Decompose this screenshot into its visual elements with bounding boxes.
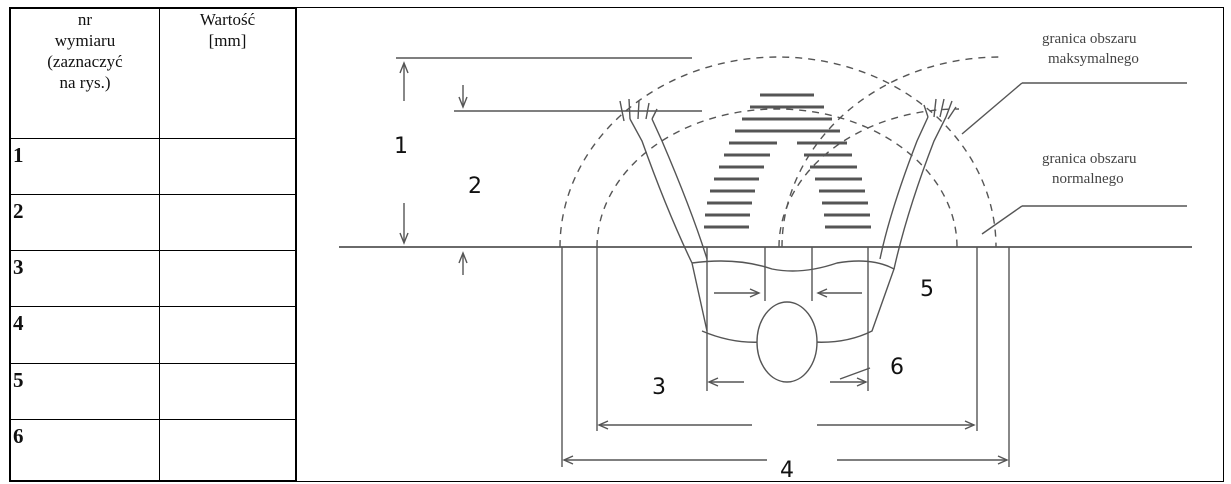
legend-max-line1: granica obszaru — [1042, 31, 1137, 47]
arrow-left-icon — [707, 377, 719, 387]
header-dimension-number: nr wymiaru (zaznaczyć na rys.) — [10, 8, 160, 139]
row-label: 4 — [10, 306, 160, 364]
table-row: 5 — [10, 362, 296, 420]
row-label: 6 — [10, 418, 160, 482]
normal-area-arc — [596, 108, 958, 248]
row-label: 2 — [10, 194, 160, 252]
header-line: [mm] — [208, 31, 247, 50]
row-label: 5 — [10, 362, 160, 420]
value-cell[interactable] — [159, 250, 296, 308]
dimension-label-5: 5 — [920, 277, 934, 302]
arrow-right-icon — [997, 455, 1009, 465]
right-arm — [879, 116, 947, 270]
row-label: 3 — [10, 250, 160, 308]
row-label: 1 — [10, 137, 160, 196]
legend-max-line2: maksymalnego — [1048, 51, 1139, 67]
table-header-row: nr wymiaru (zaznaczyć na rys.) Wartość [… — [10, 8, 296, 139]
header-line: na rys.) — [59, 73, 111, 92]
arrow-right-icon — [856, 377, 868, 387]
dimension-label-4: 4 — [780, 458, 794, 481]
header-line: Wartość — [199, 10, 256, 29]
page-frame: nr wymiaru (zaznaczyć na rys.) Wartość [… — [9, 7, 1224, 482]
workspace-reach-diagram: 1 2 3 4 5 6 granica obszaru maksymalnego… — [296, 8, 1225, 481]
table-row: 4 — [10, 306, 296, 364]
value-cell[interactable] — [159, 306, 296, 364]
legend-norm-line1: granica obszaru — [1042, 151, 1137, 167]
value-cell[interactable] — [159, 362, 296, 420]
dimension-label-6: 6 — [890, 355, 904, 380]
arrow-left-icon — [816, 288, 828, 298]
header-line: wymiaru — [54, 31, 116, 50]
arrow-left-icon — [562, 455, 574, 465]
left-hand — [619, 98, 658, 122]
table-row: 3 — [10, 250, 296, 308]
header-line: nr — [77, 10, 93, 29]
measurement-table: nr wymiaru (zaznaczyć na rys.) Wartość [… — [10, 8, 296, 482]
legend-max-leader — [961, 82, 1023, 135]
table-row: 1 — [10, 137, 296, 196]
value-cell[interactable] — [159, 137, 296, 196]
arrow-down-icon — [399, 232, 409, 245]
header-value-mm: Wartość [mm] — [159, 8, 296, 139]
table-row: 6 — [10, 418, 296, 482]
arrow-up-icon — [399, 61, 409, 74]
arrow-left-icon — [597, 420, 609, 430]
head-outline — [756, 301, 818, 383]
dimension-label-3: 3 — [652, 375, 666, 400]
right-hand — [923, 98, 957, 120]
table-row: 2 — [10, 194, 296, 252]
dimension-6-leader — [839, 367, 871, 380]
value-cell[interactable] — [159, 418, 296, 482]
value-cell[interactable] — [159, 194, 296, 252]
reach-zone-figure: 1 2 3 4 5 6 granica obszaru maksymalnego… — [339, 31, 1192, 481]
arrow-right-icon — [749, 288, 761, 298]
arrow-right-icon — [964, 420, 976, 430]
legend-norm-line2: normalnego — [1052, 171, 1124, 187]
arrow-down-icon — [458, 96, 468, 109]
header-line: (zaznaczyć — [47, 52, 123, 71]
normal-area-arc-right — [778, 108, 960, 248]
arrow-up-icon — [458, 251, 468, 264]
dimension-label-1: 1 — [394, 134, 408, 159]
dimension-label-2: 2 — [468, 174, 482, 199]
max-area-left-arc — [559, 56, 997, 248]
legend-norm-leader — [981, 205, 1023, 235]
overlap-hatch-zone — [704, 93, 871, 229]
left-arm — [629, 118, 708, 264]
